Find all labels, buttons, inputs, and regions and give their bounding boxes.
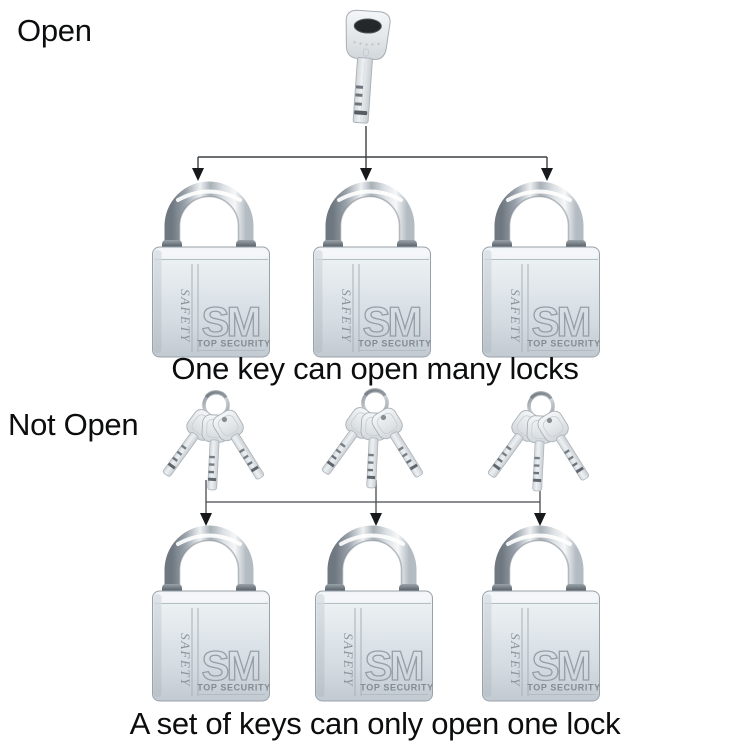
one-key-caption: One key can open many locks bbox=[171, 351, 579, 386]
down-arrow-icon bbox=[370, 513, 382, 526]
padlock-icon bbox=[312, 180, 432, 358]
padlock-icon bbox=[481, 180, 601, 358]
connector-row2 bbox=[200, 480, 546, 526]
not-open-label: Not Open bbox=[8, 407, 139, 442]
key-set-caption: A set of keys can only open one lock bbox=[129, 706, 621, 741]
padlock-icon bbox=[151, 524, 271, 702]
open-label: Open bbox=[17, 13, 92, 48]
key-icon bbox=[333, 7, 401, 129]
down-arrow-icon bbox=[360, 168, 372, 181]
padlock-icon bbox=[151, 180, 271, 358]
down-arrow-icon bbox=[534, 513, 546, 526]
connector-row1 bbox=[192, 126, 553, 181]
down-arrow-icon bbox=[200, 513, 212, 526]
padlock-icon bbox=[481, 524, 601, 702]
padlock-icon bbox=[314, 524, 434, 702]
key-bundle-icon bbox=[158, 390, 274, 494]
down-arrow-icon bbox=[192, 168, 204, 181]
key-bundle-icon bbox=[483, 391, 599, 495]
key-bundle-icon bbox=[317, 388, 433, 492]
down-arrow-icon bbox=[541, 168, 553, 181]
